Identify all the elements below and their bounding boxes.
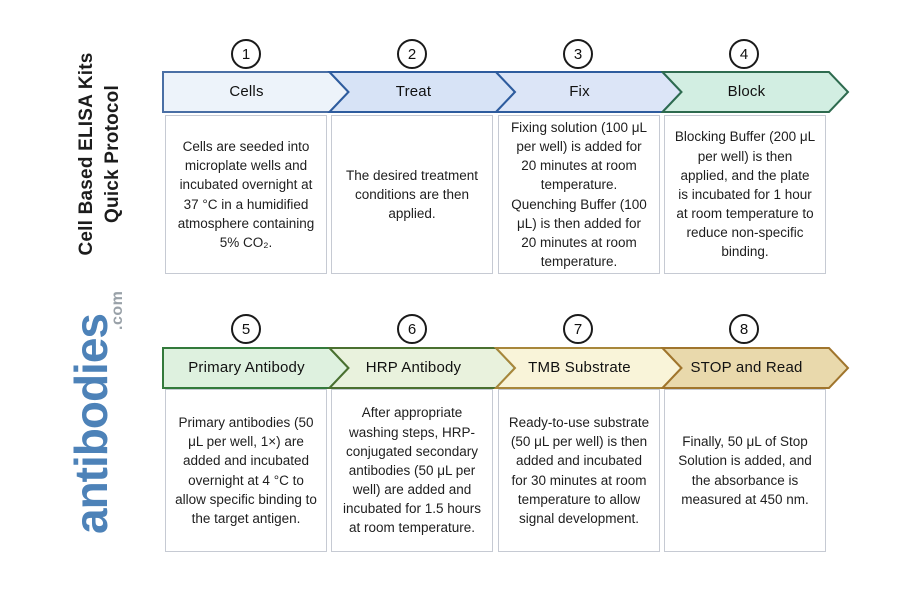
step-description-7: Ready-to-use substrate (50 μL per well) … [498,389,660,552]
step-arrow-block [660,71,850,113]
step-description-3: Fixing solution (100 μL per well) is add… [498,115,660,274]
step-label-tmb-substrate: TMB Substrate [528,359,631,376]
step-description-2: The desired treatment conditions are the… [331,115,493,274]
step-label-hrp-antibody: HRP Antibody [365,359,462,376]
step-description-1: Cells are seeded into microplate wells a… [165,115,327,274]
step-number-7: 7 [563,314,593,344]
step-number-4: 4 [729,39,759,69]
page-title: Cell Based ELISA Kits Quick Protocol [74,46,126,262]
step-label-primary-antibody: Primary Antibody [188,359,305,376]
brand-logo-tld: .com [109,290,126,330]
step-label-cells: Cells [229,83,264,100]
step-description-5: Primary antibodies (50 μL per well, 1×) … [165,389,327,552]
step-label-treat: Treat [395,83,432,100]
step-description-8: Finally, 50 μL of Stop Solution is added… [664,389,826,552]
step-number-1: 1 [231,39,261,69]
step-description-6: After appropriate washing steps, HRP-con… [331,389,493,552]
step-number-2: 2 [397,39,427,69]
step-label-stop-and-read: STOP and Read [690,359,803,376]
step-number-8: 8 [729,314,759,344]
step-label-block: Block [727,83,766,100]
page-title-line2: Quick Protocol [102,85,123,223]
page-title-line1: Cell Based ELISA Kits [76,52,97,256]
step-description-4: Blocking Buffer (200 μL per well) is the… [664,115,826,274]
step-arrow-stop-and-read [660,347,850,389]
row1-arrow-strip [162,71,850,113]
step-label-fix: Fix [569,83,590,100]
step-number-3: 3 [563,39,593,69]
row2-arrow-strip [162,347,850,389]
step-number-6: 6 [397,314,427,344]
step-number-5: 5 [231,314,261,344]
